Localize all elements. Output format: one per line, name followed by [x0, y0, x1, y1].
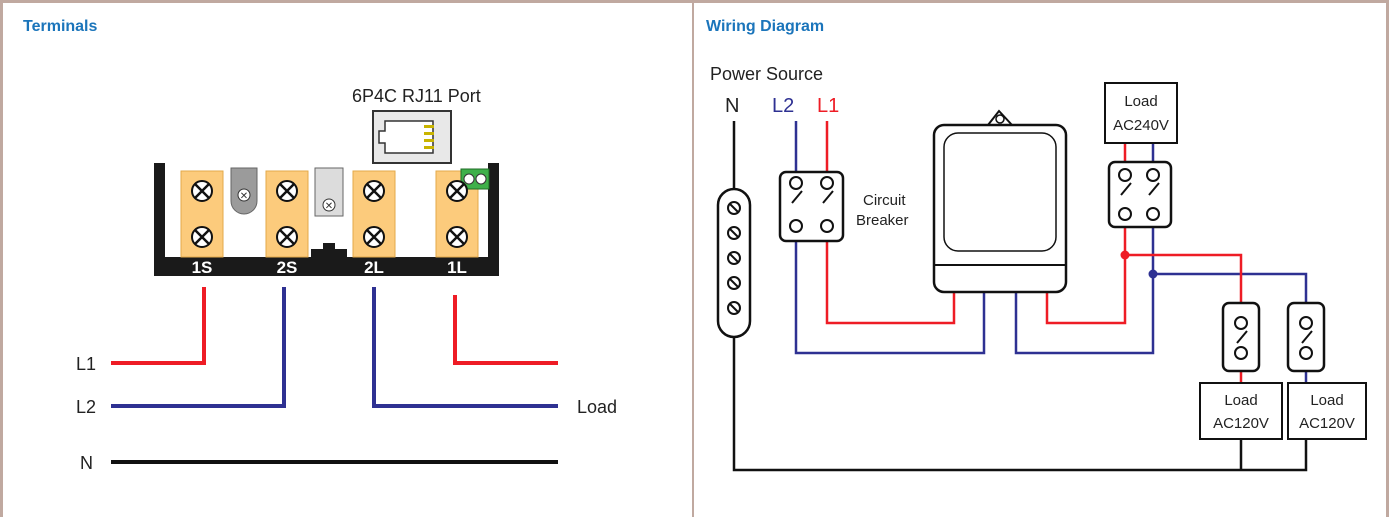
- load-240v-switch: [1107, 160, 1173, 229]
- label-l2-source: L2: [772, 95, 794, 117]
- load-120v-b-box: [1287, 382, 1367, 440]
- terminal-label-1s: 1S: [192, 258, 213, 277]
- wiring-title: Wiring Diagram: [706, 18, 825, 35]
- wire-load-1l: [453, 295, 558, 365]
- label-n: N: [80, 453, 93, 473]
- load-120v-a-label-line2: AC120V: [1213, 415, 1269, 432]
- label-l1: L1: [76, 354, 96, 374]
- load-120v-b-label-line1: Load: [1310, 392, 1343, 409]
- power-source-label: Power Source: [710, 64, 823, 84]
- load-120v-a-label-line1: Load: [1224, 392, 1257, 409]
- svg-text:✕: ✕: [240, 191, 248, 202]
- wiring-panel: Wiring Diagram Power Source N L2 L1: [694, 0, 1389, 517]
- circuit-breaker: [778, 170, 845, 243]
- terminals-diagram: 6P4C RJ11 Port: [76, 86, 617, 473]
- terminal-label-2s: 2S: [277, 258, 298, 277]
- wire-l2-main: [794, 121, 986, 355]
- breaker-label-line2: Breaker: [856, 212, 909, 229]
- rj11-port-icon: [372, 110, 452, 164]
- meter-device: [932, 109, 1068, 294]
- label-load: Load: [577, 397, 617, 417]
- svg-text:✕: ✕: [325, 201, 333, 212]
- terminals-panel: Terminals 6P4C RJ11 Port: [0, 0, 694, 517]
- neutral-terminal-bar: [716, 187, 752, 339]
- wire-l1-in: [111, 287, 206, 365]
- wire-l1-main: [825, 121, 956, 325]
- wire-blue-out: [1014, 143, 1308, 355]
- terminal-screws: [191, 180, 468, 248]
- load-240v-label-line1: Load: [1124, 93, 1157, 110]
- junction-red: [1120, 250, 1130, 260]
- terminal-label-2l: 2L: [364, 258, 384, 277]
- terminal-label-1l: 1L: [447, 258, 467, 277]
- rj11-port-label: 6P4C RJ11 Port: [352, 86, 481, 106]
- wiring-diagram: Power Source N L2 L1: [710, 64, 1367, 472]
- wire-neutral-main: [732, 121, 1308, 472]
- load-120v-b-label-line2: AC120V: [1299, 415, 1355, 432]
- wire-load-2l: [372, 287, 558, 408]
- junction-blue: [1148, 269, 1158, 279]
- load-120v-a-switch: [1221, 301, 1261, 373]
- load-240v-label-line2: AC240V: [1113, 117, 1169, 134]
- load-120v-a-box: [1199, 382, 1283, 440]
- load-120v-b-switch: [1286, 301, 1326, 373]
- breaker-label-line1: Circuit: [863, 192, 906, 209]
- wire-red-out: [1045, 143, 1243, 325]
- wire-l2-in: [111, 287, 286, 408]
- label-l2: L2: [76, 397, 96, 417]
- label-n-source: N: [725, 95, 739, 117]
- label-l1-source: L1: [817, 95, 839, 117]
- load-240v-box: [1104, 82, 1178, 144]
- terminals-title: Terminals: [23, 18, 98, 35]
